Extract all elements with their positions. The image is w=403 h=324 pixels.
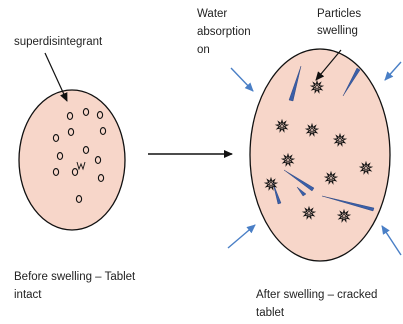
water-absorption-label-line1: Water — [197, 6, 227, 22]
water-absorption-label-line3: on — [197, 42, 210, 58]
before-swelling-caption-line1: Before swelling – Tablet — [14, 269, 135, 285]
after-swelling-caption-line1: After swelling – cracked — [256, 287, 377, 303]
swollen-tablet — [250, 49, 390, 261]
superdisintegrant-label: superdisintegrant — [14, 34, 102, 50]
particles-swelling-label-line1: Particles — [317, 6, 361, 22]
water-arrow — [228, 225, 255, 248]
water-arrow — [231, 68, 253, 91]
water-arrow — [382, 226, 401, 255]
after-swelling-caption-line2: tablet — [256, 305, 284, 321]
before-swelling-caption-line2: intact — [14, 287, 42, 303]
intact-tablet — [19, 90, 125, 230]
water-absorption-label-line2: absorption — [197, 24, 251, 40]
particles-swelling-label-line2: swelling — [317, 23, 358, 39]
water-arrow — [385, 62, 401, 80]
